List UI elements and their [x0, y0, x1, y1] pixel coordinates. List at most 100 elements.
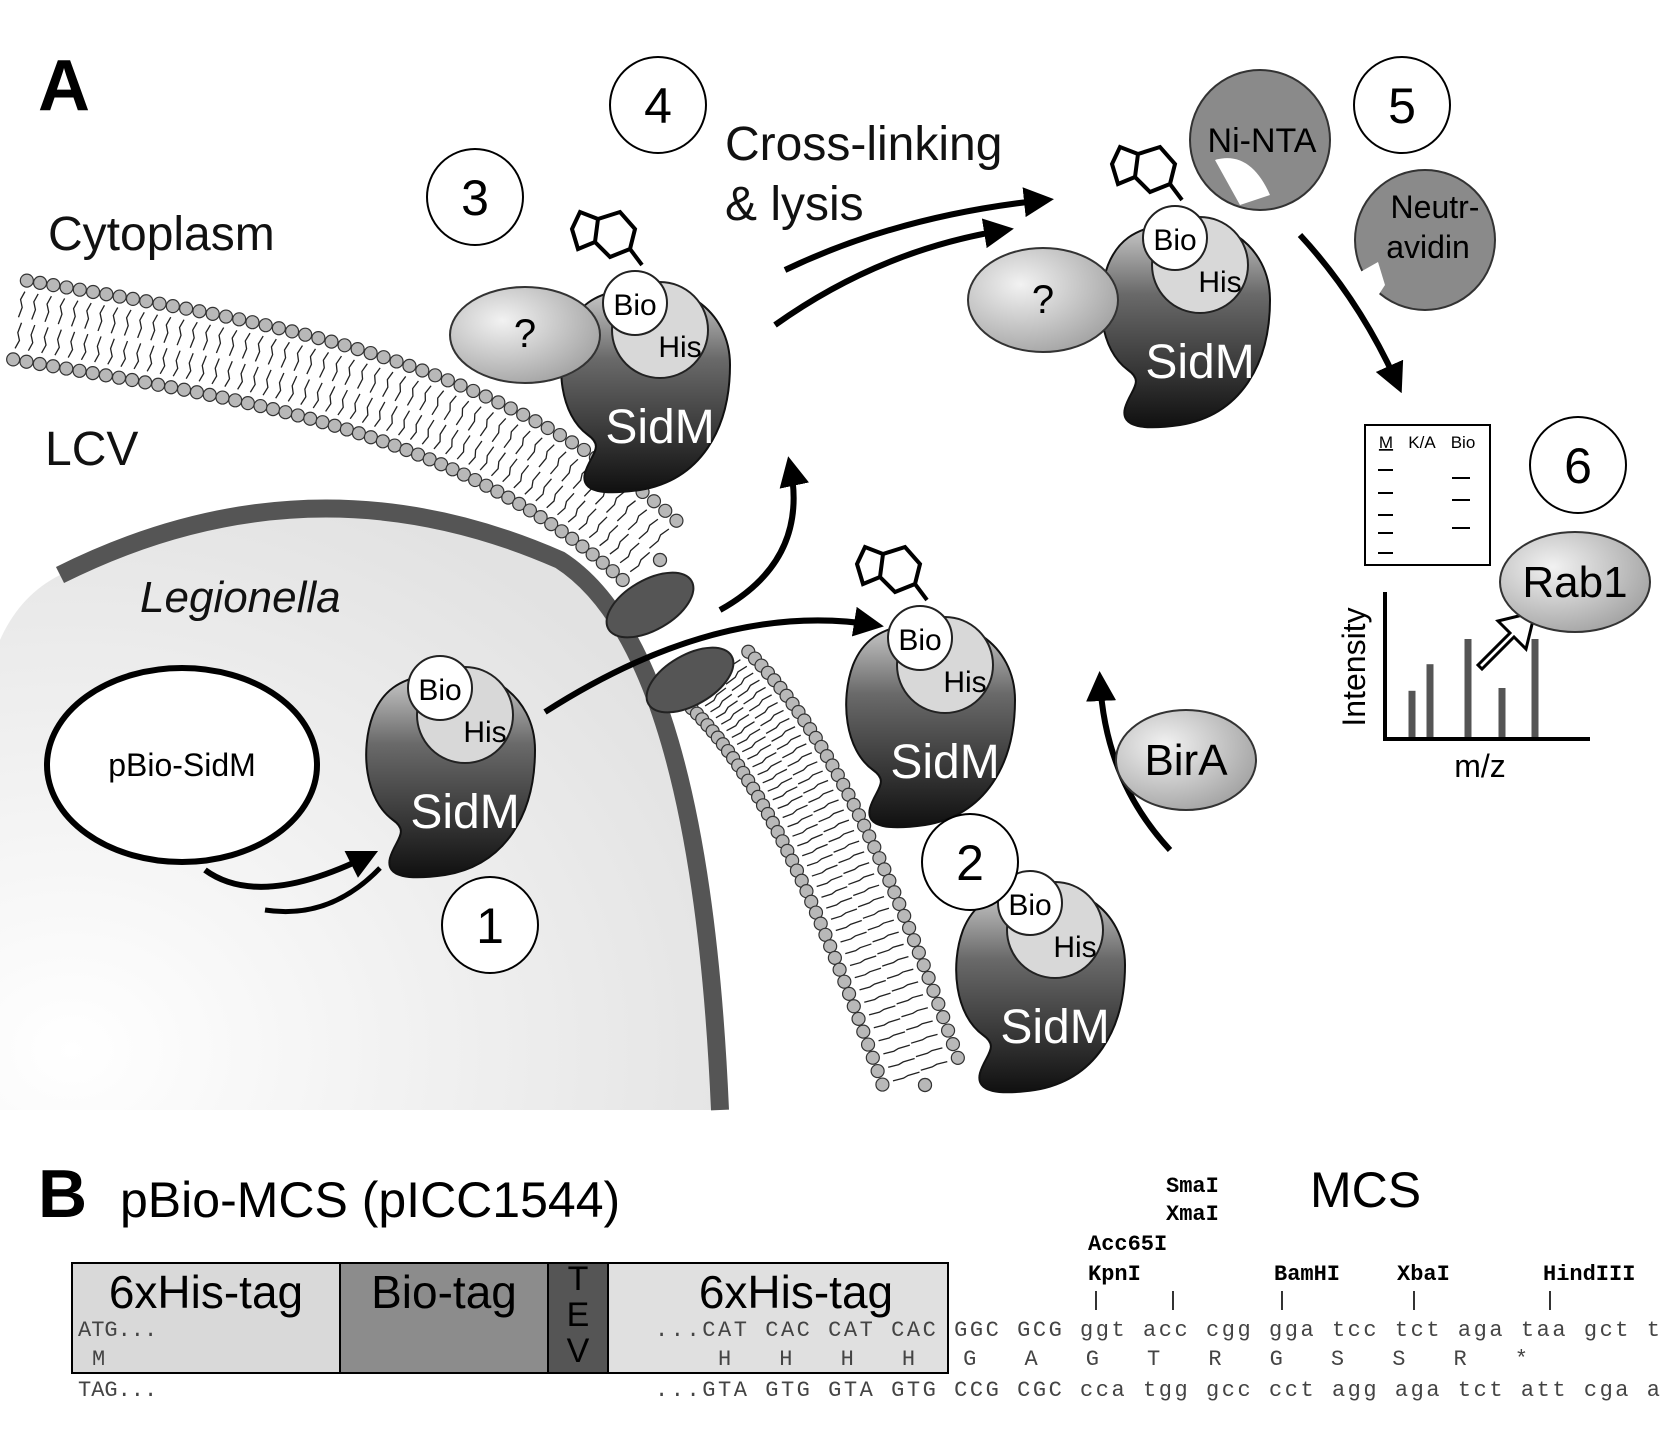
spectrum-peak — [1464, 639, 1472, 737]
seq-bottom-right: ...GTA GTG GTA GTG CCG CGC cca tgg gcc c… — [655, 1378, 1660, 1403]
spectrum-peak — [1408, 690, 1416, 737]
his-tag-label: His — [658, 331, 701, 364]
gel-lane-ka: K/A — [1408, 433, 1436, 452]
purification-arrow — [1297, 232, 1404, 394]
step-6-marker: 6 — [1529, 416, 1627, 514]
ni-nta-pocket — [1215, 158, 1270, 205]
unknown-interactor-purified — [967, 247, 1119, 353]
bira-label: BirA — [1144, 736, 1228, 785]
segment-bio-tag-label: Bio-tag — [371, 1266, 517, 1318]
panel-b-letter: B — [38, 1156, 87, 1232]
translocation-arrow — [543, 606, 884, 715]
gel-lane-bio: Bio — [1451, 433, 1476, 452]
crosslinking-label-line2: & lysis — [725, 178, 864, 231]
plasmid-label: pBio-SidM — [108, 747, 256, 783]
site-tick-bamhi: | — [1276, 1290, 1288, 1313]
step-6-number: 6 — [1564, 438, 1592, 494]
biotin-icon — [1109, 144, 1184, 202]
his-tag-label: His — [1198, 266, 1241, 299]
sidm-label: SidM — [890, 736, 999, 789]
step-1-number: 1 — [476, 898, 504, 954]
step-2-marker: 2 — [921, 813, 1019, 911]
rab1-label: Rab1 — [1522, 558, 1627, 607]
sidm-label: SidM — [1000, 1001, 1109, 1054]
ni-nta-label: Ni-NTA — [1208, 122, 1317, 160]
seq-bottom-left: TAG... — [78, 1378, 157, 1403]
seq-top-left: ATG... — [78, 1318, 157, 1343]
enzyme-xbai: XbaI — [1397, 1262, 1450, 1287]
segment-tev — [547, 1262, 609, 1374]
segment-6xhis-c-label: 6xHis-tag — [699, 1266, 893, 1318]
neutravidin-label-line1: Neutr- — [1391, 189, 1480, 225]
segment-bio-tag — [339, 1262, 549, 1374]
bio-tag-label: Bio — [1008, 889, 1051, 922]
his-tag-label: His — [463, 716, 506, 749]
membrane-exit-arrow — [718, 456, 809, 613]
site-tick-xbai: | — [1408, 1290, 1420, 1313]
site-tick-kpni: | — [1090, 1290, 1102, 1313]
step-1-marker: 1 — [441, 876, 539, 974]
legionella-cell — [0, 499, 729, 1111]
spectrum-peak — [1531, 639, 1539, 737]
crosslinking-arrow-1 — [783, 187, 1054, 273]
gel-panel: M K/A Bio — [1364, 424, 1491, 566]
identification-arrow — [1475, 609, 1538, 672]
crosslinking-arrow-2 — [773, 218, 1014, 328]
sidm-label: SidM — [1145, 336, 1254, 389]
step-5-number: 5 — [1388, 78, 1416, 134]
segment-6xhis-n-label: 6xHis-tag — [109, 1266, 303, 1318]
enzyme-hindiii: HindIII — [1543, 1262, 1635, 1287]
mcs-label: MCS — [1310, 1162, 1421, 1218]
enzyme-xmai: XmaI — [1166, 1202, 1219, 1227]
step-5-marker: 5 — [1353, 56, 1451, 154]
rab1-protein — [1499, 531, 1651, 633]
segment-6xhis-n — [71, 1262, 341, 1374]
secretion-pore-lower — [645, 646, 735, 714]
step-3-number: 3 — [461, 170, 489, 226]
lcv-label: LCV — [45, 423, 138, 476]
step-4-marker: 4 — [609, 56, 707, 154]
his-tag-label: His — [943, 666, 986, 699]
neutravidin-label-line2: avidin — [1386, 229, 1470, 265]
biotin-icon — [854, 544, 929, 602]
biotin-icon — [569, 209, 644, 267]
lcv-membrane — [6, 273, 965, 1093]
spectrum-ylabel: Intensity — [1336, 607, 1372, 726]
plasmid-circle — [44, 665, 320, 865]
site-tick-smai: | — [1167, 1290, 1179, 1313]
sidm-label: SidM — [605, 401, 714, 454]
panel-a-letter: A — [38, 46, 90, 126]
restriction-sites: SmaI XmaI Acc65I KpnI BamHI XbaI HindIII… — [1088, 1174, 1635, 1313]
site-tick-hindiii: | — [1544, 1290, 1556, 1313]
neutravidin-pocket — [1355, 262, 1385, 305]
enzyme-bamhi: BamHI — [1274, 1262, 1340, 1287]
enzyme-smai: SmaI — [1166, 1174, 1219, 1199]
mass-spectrum: Intensity m/z — [1336, 592, 1590, 784]
enzyme-acc65i: Acc65I — [1088, 1232, 1167, 1257]
segment-6xhis-c — [607, 1262, 949, 1374]
seq-top-right: ...CAT CAC CAT CAC GGC GCG ggt acc cgg g… — [655, 1318, 1660, 1343]
expression-arrow-2 — [264, 866, 382, 915]
bio-tag-label: Bio — [418, 674, 461, 707]
bio-tag-label: Bio — [1153, 224, 1196, 257]
spectrum-peak — [1498, 688, 1506, 737]
unknown-interactor-membrane — [449, 286, 601, 384]
gel-lane-m: M — [1379, 433, 1393, 452]
step-2-number: 2 — [956, 835, 984, 891]
unknown-interactor-purified-label: ? — [1032, 278, 1054, 322]
step-3-marker: 3 — [426, 148, 524, 246]
spectrum-peak — [1426, 664, 1434, 737]
step-4-number: 4 — [644, 78, 672, 134]
secretion-pore-upper — [605, 571, 695, 639]
crosslinking-label-line1: Cross-linking — [725, 118, 1002, 171]
bio-tag-label: Bio — [613, 289, 656, 322]
bira-enzyme — [1115, 709, 1257, 811]
expression-arrow-1 — [203, 850, 379, 890]
